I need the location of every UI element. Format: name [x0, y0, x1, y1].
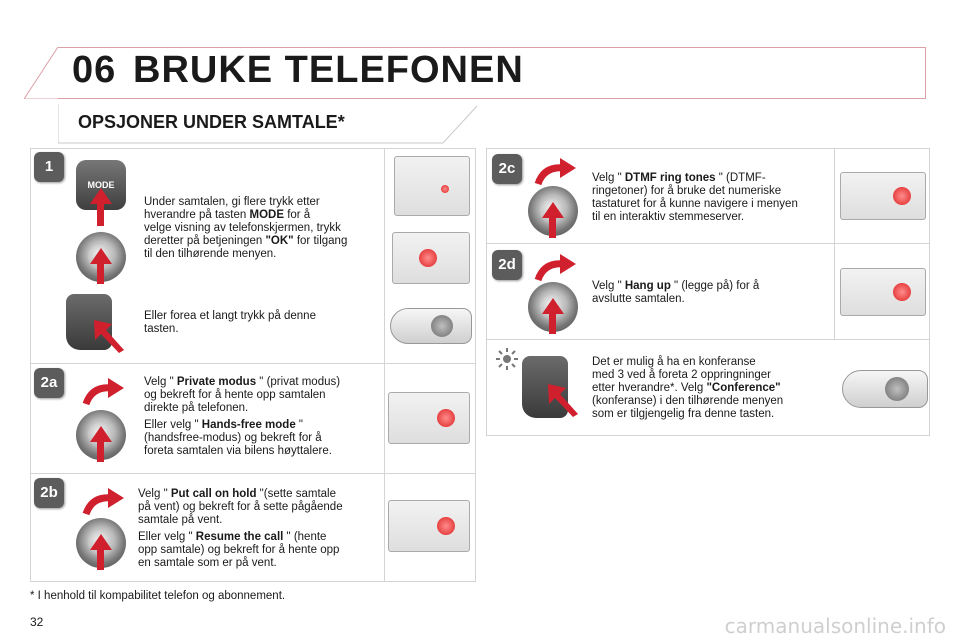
radio-panel-icon	[840, 268, 926, 316]
step-1-alt-text: Eller forea et langt trykk på denne tast…	[144, 310, 316, 335]
stalk-control-icon	[842, 370, 928, 408]
panel-conference	[486, 340, 930, 436]
panel-step-2a-divider	[384, 364, 385, 474]
panel-step-2b-divider	[384, 474, 385, 582]
step-badge-2c: 2c	[492, 154, 522, 184]
panel-step-2d	[486, 244, 930, 340]
panel-step-2c-divider	[834, 148, 835, 244]
subtitle-frame	[58, 104, 478, 144]
arrow-stem	[97, 264, 104, 284]
panel-step-2a	[30, 364, 476, 474]
panel-step-1	[30, 148, 476, 364]
conference-text: Det er mulig å ha en konferanse med 3 ve…	[592, 356, 784, 420]
step-2c-text: Velg " DTMF ring tones " (DTMF- ringeton…	[592, 172, 798, 223]
page-title: BRUKE TELEFONEN	[133, 49, 524, 91]
curved-arrow-icon	[534, 158, 576, 186]
step-2d-text: Velg " Hang up " (legge på) for å avslut…	[592, 280, 760, 305]
header-frame	[58, 47, 926, 99]
section-subtitle: OPSJONER UNDER SAMTALE*	[78, 112, 345, 132]
curved-arrow-icon	[534, 254, 576, 282]
radio-panel-icon	[388, 392, 470, 444]
diagonal-arrow-icon	[94, 320, 124, 353]
arrow-up-icon	[90, 248, 112, 264]
panel-step-2d-divider	[834, 244, 835, 340]
radio-panel-icon	[388, 500, 470, 552]
step-badge-2b: 2b	[34, 478, 64, 508]
arrow-stem	[97, 550, 104, 570]
step-badge-2d: 2d	[492, 250, 522, 280]
step-2b-text: Velg " Put call on hold "(sette samtale …	[138, 488, 343, 569]
diagonal-arrow-icon	[548, 384, 578, 417]
arrow-stem	[549, 314, 556, 334]
arrow-up-icon	[542, 202, 564, 218]
radio-panel-icon	[394, 156, 470, 216]
panel-step-2b	[30, 474, 476, 582]
sun-icon	[496, 348, 518, 370]
radio-panel-icon	[840, 172, 926, 220]
steering-switch-icon	[66, 294, 112, 350]
arrow-stem	[97, 204, 104, 226]
step-badge-1: 1	[34, 152, 64, 182]
chapter-number: 06	[72, 49, 117, 91]
curved-arrow-icon	[82, 378, 124, 406]
panel-step-1-divider	[384, 148, 385, 364]
panel-step-2c	[486, 148, 930, 244]
step-1-text: Under samtalen, gi flere trykk etter hve…	[144, 196, 348, 260]
arrow-stem	[549, 218, 556, 238]
header-slant-decoration	[24, 47, 84, 99]
radio-panel-icon	[392, 232, 470, 284]
curved-arrow-icon	[82, 488, 124, 516]
watermark: carmanualsonline.info	[724, 614, 946, 638]
mode-button-icon: MODE	[76, 160, 126, 210]
step-badge-2a: 2a	[34, 368, 64, 398]
arrow-up-icon	[542, 298, 564, 314]
arrow-up-icon	[90, 188, 112, 204]
page-number: 32	[30, 615, 44, 629]
arrow-stem	[97, 442, 104, 462]
step-2a-text: Velg " Private modus " (privat modus) og…	[144, 376, 341, 457]
footnote: * I henhold til kompabilitet telefon og …	[30, 590, 286, 602]
arrow-up-icon	[90, 426, 112, 442]
arrow-up-icon	[90, 534, 112, 550]
stalk-control-icon	[390, 308, 472, 344]
